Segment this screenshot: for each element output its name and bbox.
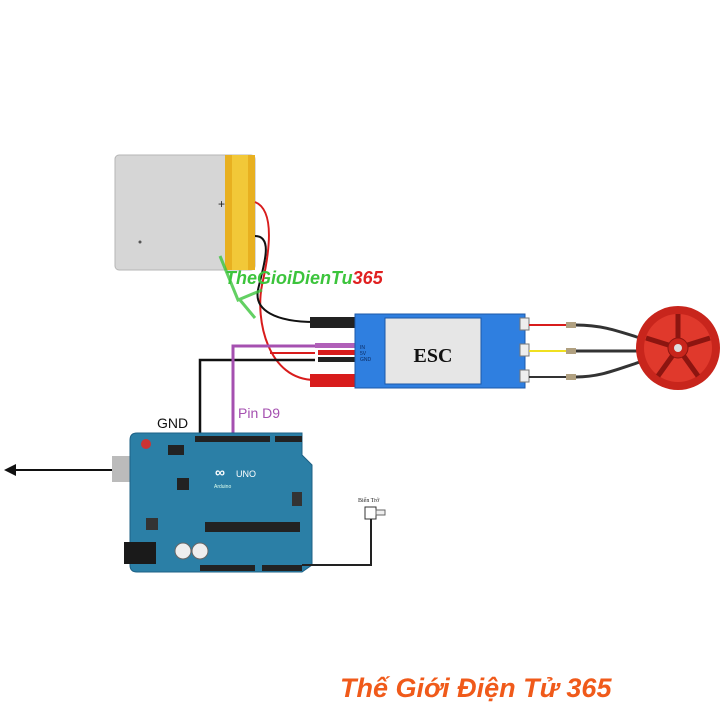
esc-module: ESC IN 5V GND xyxy=(354,313,530,389)
gnd-label: GND xyxy=(157,415,188,431)
esc-pin-5v: 5V xyxy=(360,351,367,357)
watermark-logo: TheGioiDienTu365 xyxy=(218,255,384,319)
arrow-left-icon xyxy=(4,464,130,476)
esc-label: ESC xyxy=(414,345,453,367)
pin-d9-wire xyxy=(231,344,315,436)
arduino-brand-text: Arduino xyxy=(214,484,231,490)
esc-input-connectors xyxy=(310,317,355,387)
pin-d9-label: Pin D9 xyxy=(238,405,280,421)
arduino-infinity-logo: ∞ xyxy=(215,464,225,480)
motor-wires xyxy=(529,322,642,380)
potentiometer-label: Biến Trở xyxy=(358,497,380,504)
esc-pin-gnd: GND xyxy=(360,357,372,363)
battery-black-wire xyxy=(254,235,316,323)
watermark-text: TheGioiDienTu365 xyxy=(225,268,384,288)
potentiometer: Biến Trở xyxy=(302,497,386,566)
esc-pin-in: IN xyxy=(360,345,365,351)
battery-plus-label: + xyxy=(218,197,225,211)
arduino-uno-text: UNO xyxy=(236,469,256,479)
battery: + xyxy=(114,154,256,271)
brushless-motor xyxy=(636,306,720,390)
arduino-uno-board: ∞ UNO Arduino xyxy=(112,432,313,573)
gnd-wire xyxy=(198,358,315,436)
footer-brand: Thế Giới Điện Tử 365 xyxy=(340,673,612,703)
